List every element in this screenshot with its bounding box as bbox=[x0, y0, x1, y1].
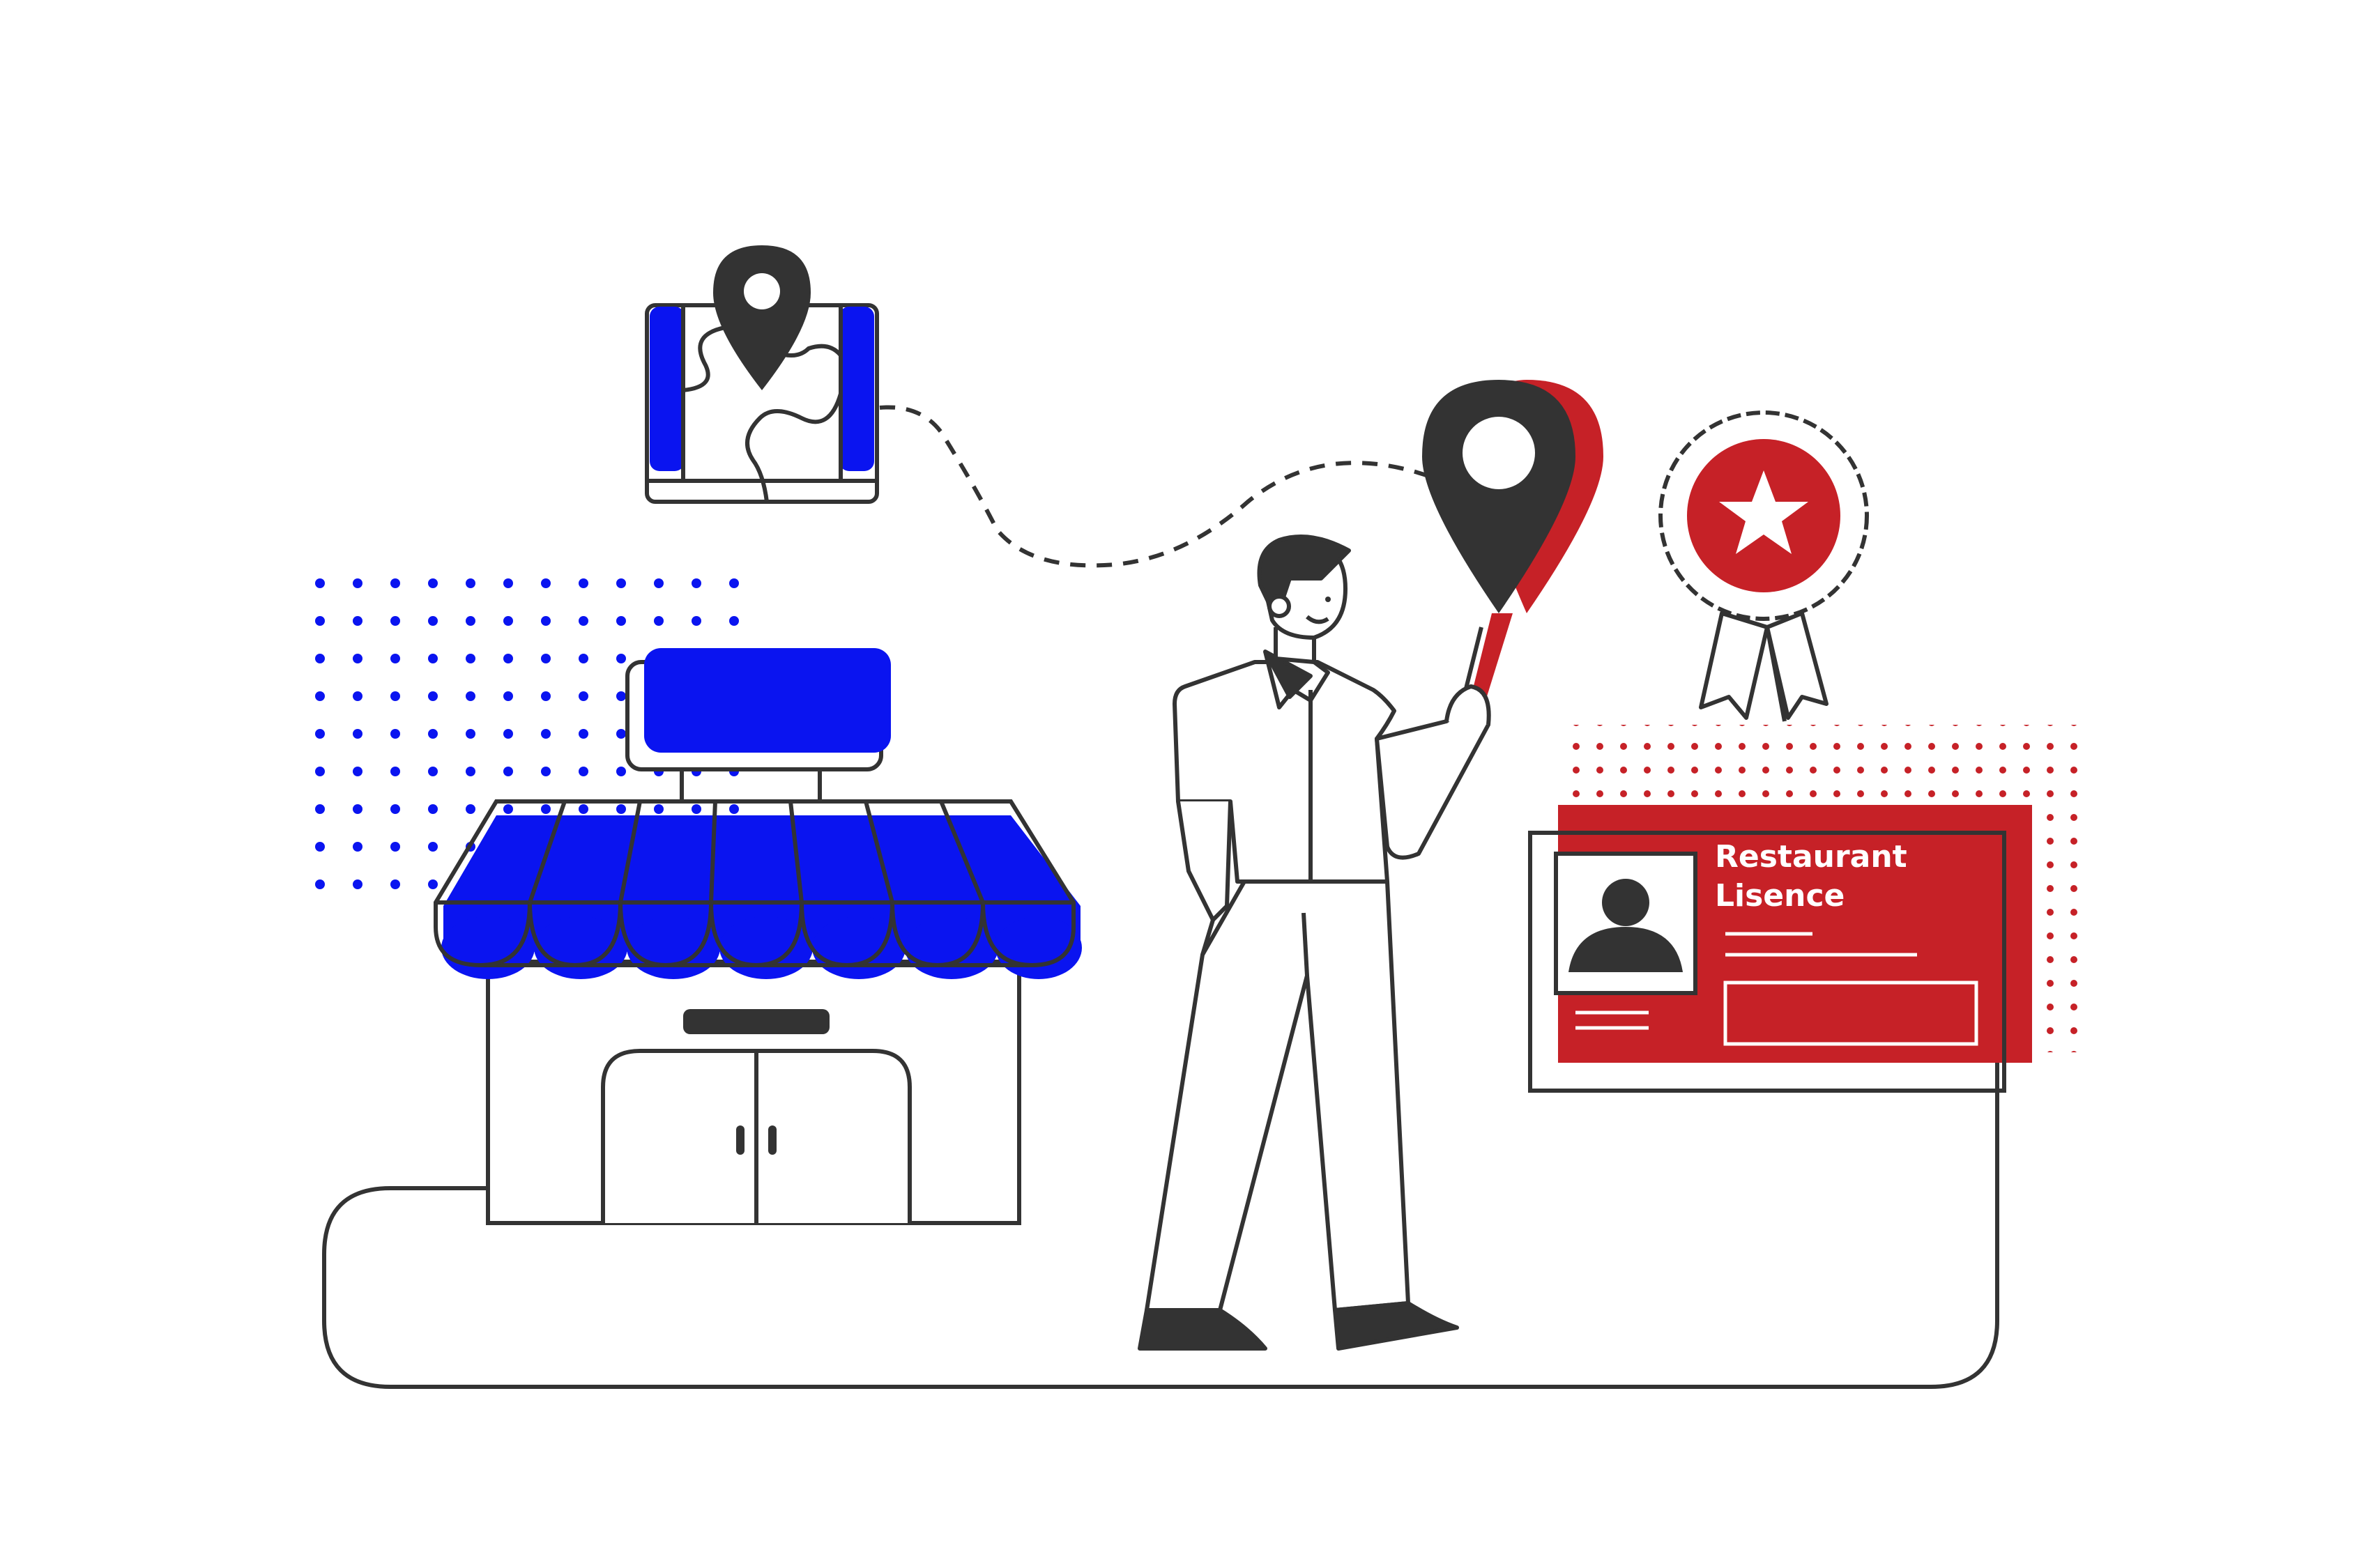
person-figure bbox=[1138, 535, 1491, 1351]
license-title: Restaurant Lisence bbox=[1715, 838, 1907, 916]
storefront-icon bbox=[434, 648, 1082, 1225]
license-title-line1: Restaurant bbox=[1715, 839, 1907, 875]
location-pin-icon bbox=[1422, 380, 1603, 714]
award-ribbon-icon bbox=[1658, 410, 1869, 722]
star-icon bbox=[1719, 470, 1808, 554]
dashed-route bbox=[879, 405, 1434, 568]
license-title-line2: Lisence bbox=[1715, 878, 1845, 914]
license-card bbox=[1528, 805, 2032, 1093]
map-icon bbox=[645, 245, 879, 504]
ground-platform bbox=[322, 829, 1999, 1389]
